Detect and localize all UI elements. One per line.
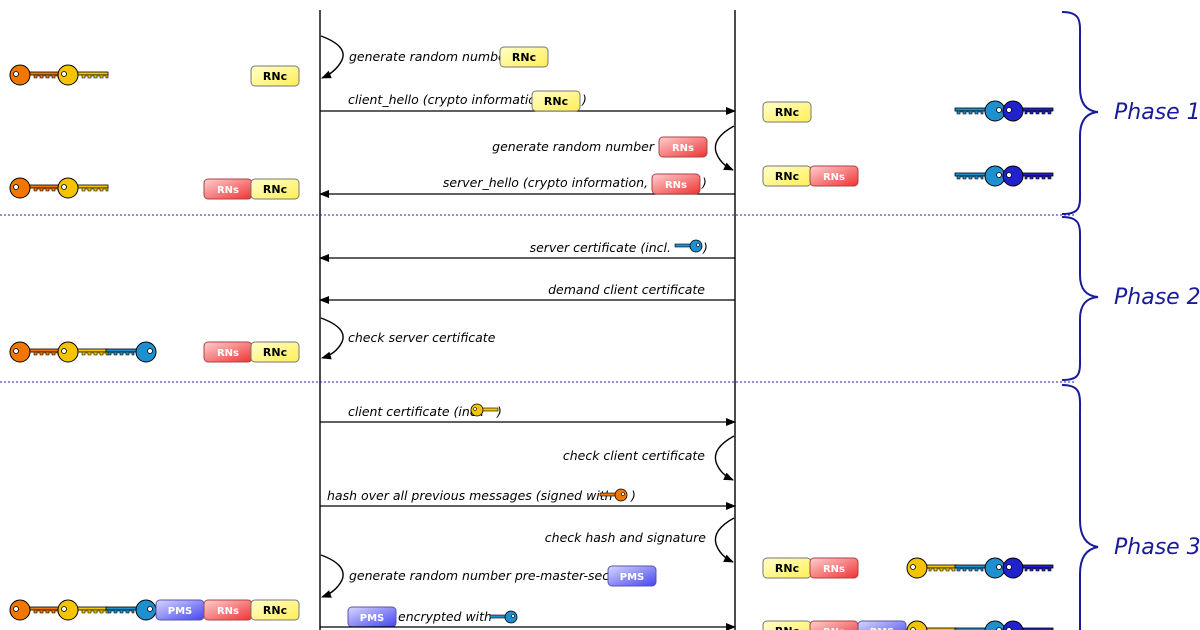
pms-token: PMS (347, 606, 397, 628)
rns-token: RNs (809, 557, 859, 579)
client-public-key-icon (57, 177, 109, 199)
svg-text:RNc: RNc (775, 106, 799, 119)
rnc-token: RNc (531, 90, 581, 112)
svg-text:RNc: RNc (263, 70, 287, 83)
svg-text:RNs: RNs (217, 606, 239, 617)
hash-messages-label: hash over all previous messages (signed … (327, 488, 613, 503)
rnc-token: RNc (250, 341, 300, 363)
svg-text:PMS: PMS (168, 606, 192, 617)
generate-random-number-server-label: generate random number (492, 139, 655, 154)
client-private-key-icon (9, 64, 61, 86)
server-public-key-icon (954, 165, 1006, 187)
svg-text:RNs: RNs (217, 348, 239, 359)
rns-token: RNs (809, 165, 859, 187)
svg-text:PMS: PMS (360, 613, 384, 624)
svg-text:RNs: RNs (665, 180, 687, 191)
demand-client-certificate-label: demand client certificate (548, 282, 705, 297)
rnc-token: RNc (499, 46, 549, 68)
close-paren: ) (630, 488, 636, 503)
svg-text:PMS: PMS (620, 572, 644, 583)
check-hash-label: check hash and signature (545, 530, 707, 545)
rnc-token: RNc (762, 165, 812, 187)
rnc-token: RNc (762, 557, 812, 579)
encrypted-with-label: encrypted with (398, 609, 492, 624)
check-client-certificate-label: check client certificate (563, 448, 705, 463)
rns-token: RNs (651, 173, 701, 195)
server-public-key-icon (105, 341, 157, 363)
self-arrow-generate-pms (320, 554, 344, 598)
rns-token: RNs (203, 178, 253, 200)
pms-token: PMS (607, 565, 657, 587)
rns-token: RNs (658, 136, 708, 158)
rnc-token: RNc (250, 65, 300, 87)
phase-3-brace (1061, 384, 1099, 630)
svg-text:RNc: RNc (512, 51, 536, 64)
svg-text:RNs: RNs (823, 564, 845, 575)
svg-text:RNc: RNc (775, 170, 799, 183)
self-arrow-generate-rn-client (320, 35, 344, 79)
server-private-key-icon (1002, 557, 1054, 579)
client-private-key-icon (9, 341, 61, 363)
generate-pms-label: generate random number pre-master-secret (349, 568, 628, 583)
self-arrow-generate-rn-server (714, 125, 735, 171)
svg-text:RNs: RNs (217, 185, 239, 196)
generate-random-number-label: generate random number (349, 49, 512, 64)
phase-3-label: Phase 3 (1114, 535, 1200, 560)
close-paren: ) (581, 92, 587, 107)
server-hello-label: server_hello (crypto information, (443, 175, 648, 190)
self-arrow-check-client-cert (714, 435, 735, 481)
client-public-key-icon (906, 620, 958, 630)
svg-text:RNc: RNc (263, 183, 287, 196)
client-public-key-icon (470, 403, 499, 417)
server-private-key-icon (1002, 620, 1054, 630)
server-private-key-icon (1002, 165, 1054, 187)
server-public-key-icon (105, 599, 157, 621)
phase-1-brace (1061, 11, 1099, 215)
svg-text:RNc: RNc (544, 95, 568, 108)
client-private-key-icon (9, 599, 61, 621)
pms-token: PMS (155, 599, 205, 621)
svg-text:RNc: RNc (263, 346, 287, 359)
server-private-key-icon (1002, 100, 1054, 122)
self-arrow-check-hash (714, 517, 735, 563)
rnc-token: RNc (762, 101, 812, 123)
server-public-key-icon (674, 239, 703, 253)
phase-1-label: Phase 1 (1114, 100, 1200, 125)
svg-text:RNs: RNs (823, 627, 845, 630)
rnc-token: RNc (762, 620, 812, 630)
server-public-key-icon (954, 557, 1006, 579)
rns-token: RNs (203, 599, 253, 621)
client-public-key-icon (57, 64, 109, 86)
close-paren: ) (702, 240, 708, 255)
rnc-token: RNc (250, 178, 300, 200)
svg-text:PMS: PMS (870, 627, 894, 630)
client-public-key-icon (57, 341, 109, 363)
self-arrow-check-server-cert (320, 317, 344, 360)
server-public-key-icon (954, 100, 1006, 122)
close-paren: ) (701, 175, 707, 190)
svg-text:RNs: RNs (672, 143, 694, 154)
svg-text:RNc: RNc (775, 562, 799, 575)
rnc-token: RNc (250, 599, 300, 621)
server-public-key-icon (489, 610, 518, 624)
client-hello-label: client_hello (crypto information, (348, 92, 548, 107)
client-certificate-label: client certificate (incl. (348, 404, 484, 419)
svg-text:RNc: RNc (775, 625, 799, 630)
client-private-key-icon (9, 177, 61, 199)
phase-2-label: Phase 2 (1114, 285, 1200, 310)
svg-text:RNs: RNs (823, 172, 845, 183)
check-server-certificate-label: check server certificate (348, 330, 496, 345)
rns-token: RNs (203, 341, 253, 363)
client-public-key-icon (57, 599, 109, 621)
server-certificate-label: server certificate (incl. (530, 240, 671, 255)
svg-text:RNc: RNc (263, 604, 287, 617)
phase-2-brace (1061, 216, 1099, 381)
rns-token: RNs (809, 620, 859, 630)
server-public-key-icon (954, 620, 1006, 630)
close-paren: ) (496, 404, 502, 419)
pms-token: PMS (857, 620, 907, 630)
client-public-key-icon (906, 557, 958, 579)
